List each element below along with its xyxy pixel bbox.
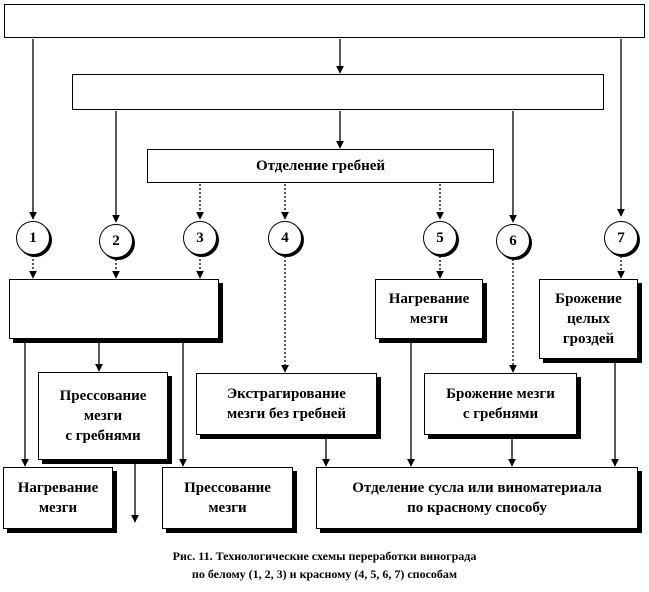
second-box (72, 74, 604, 110)
red-method-separation-box: Отделение сусла или виноматериала по кра… (316, 467, 638, 529)
figure-caption-line1: Рис. 11. Технологические схемы переработ… (172, 549, 477, 563)
circle-7: 7 (604, 221, 638, 255)
circle-4: 4 (268, 221, 302, 255)
top-box (4, 4, 645, 38)
heating-right-box: Нагревание мезги (375, 279, 483, 339)
circle-2: 2 (99, 224, 133, 258)
white-method-group-box (9, 279, 219, 339)
pressing-box: Прессование мезги (162, 467, 293, 529)
stem-removal-box: Отделение гребней (147, 149, 494, 183)
fermentation-with-stems-box: Брожение мезги с гребнями (424, 373, 577, 435)
circle-3: 3 (183, 221, 217, 255)
extraction-box: Экстрагирование мезги без гребней (196, 373, 377, 435)
pressing-with-stems-box: Прессование мезги с гребнями (38, 372, 168, 460)
circle-6: 6 (496, 224, 530, 258)
circle-5: 5 (423, 221, 457, 255)
circle-1: 1 (16, 221, 50, 255)
heating-left-box: Нагревание мезги (3, 467, 113, 529)
whole-cluster-fermentation-box: Брожение целых гроздей (539, 279, 638, 359)
figure-caption-line2: по белому (1, 2, 3) и красному (4, 5, 6,… (191, 567, 458, 581)
